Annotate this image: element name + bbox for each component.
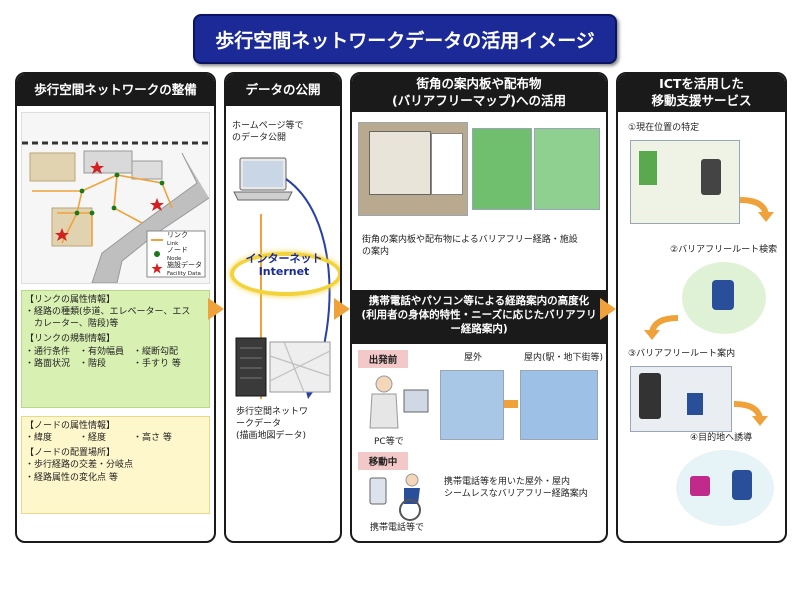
internet-label-en: Internet	[258, 265, 310, 278]
node-location-line: ・経路属性の変化点 等	[25, 472, 118, 483]
seamless-guidance-text: 携帯電話等を用いた屋外・屋内 シームレスなバリアフリー経路案内	[444, 477, 588, 500]
wheelchair-user-phone-illustration	[369, 473, 421, 521]
server-icon	[235, 337, 331, 397]
internet-ring	[230, 252, 340, 296]
route-search-illustration	[682, 262, 766, 334]
column-barrier-free-map: 街角の案内板や配布物 (バリアフリーマップ)への活用 街角の案内板や配布物による…	[350, 72, 608, 543]
column-data-publication: データの公開 ホームページ等で のデータ公開 インターネット Internet …	[224, 72, 342, 543]
column-ict-mobility-support: ICTを活用した 移動支援サービス ①現在位置の特定 ②バリアフリールート検索 …	[616, 72, 787, 543]
link-regulation-line: ・路面状況 ・階段 ・手すり 等	[25, 358, 181, 369]
legend-facility-label: 施設データ Facility Data	[167, 261, 202, 277]
tab-before-departure: 出発前	[358, 350, 408, 368]
label-indoor: 屋内(駅・地下街等)	[524, 353, 604, 363]
link-attribute-line: カレーター、階段)等	[25, 319, 119, 330]
barrier-free-map-leaflet-1	[472, 128, 532, 210]
network-map-illustration: リンク Link ノード Node 施設データ Facility Data	[21, 112, 210, 284]
page-title: 歩行空間ネットワークデータの活用イメージ	[193, 14, 617, 64]
position-identification-illustration	[630, 140, 740, 224]
link-attribute-line: ・経路の種類(歩道、エレベーター、エス	[25, 307, 191, 318]
node-location-heading: 【ノードの配置場所】	[25, 448, 116, 459]
label-outdoor: 屋外	[464, 353, 483, 363]
column-header: 街角の案内板や配布物 (バリアフリーマップ)への活用	[352, 74, 606, 112]
internet-label: インターネット	[245, 252, 323, 265]
network-data-text: 歩行空間ネットワ ークデータ (描画地図データ)	[236, 407, 309, 442]
step-4-label: ④目的地へ誘導	[690, 433, 753, 443]
phone-label: 携帯電話等で	[370, 523, 425, 533]
flow-arrow-3	[600, 298, 616, 320]
tab-moving: 移動中	[358, 452, 408, 470]
step-arrow-2	[644, 315, 679, 340]
homepage-publication-text: ホームページ等で のデータ公開	[232, 121, 304, 144]
column-header: 歩行空間ネットワークの整備	[17, 74, 214, 106]
route-guidance-header: 携帯電話やパソコン等による経路案内の高度化 (利用者の身体的特性・ニーズに応じた…	[352, 290, 606, 344]
destination-guidance-illustration	[676, 450, 774, 526]
legend-node-label: ノード Node	[167, 246, 188, 262]
step-2-label: ②バリアフリールート検索	[670, 245, 778, 255]
link-regulation-heading: 【リンクの規制情報】	[25, 334, 116, 345]
step-1-label: ①現在位置の特定	[628, 123, 700, 133]
indoor-map-screen	[520, 370, 598, 440]
link-info-box: 【リンクの属性情報】 ・経路の種類(歩道、エレベーター、エス カレーター、階段)…	[21, 290, 210, 408]
column-header: ICTを活用した 移動支援サービス	[618, 74, 785, 112]
seamless-connector	[504, 400, 518, 408]
network-map-svg	[22, 113, 210, 284]
step-arrow-1	[739, 197, 774, 222]
outdoor-map-screen	[440, 370, 504, 440]
route-guidance-illustration	[630, 366, 732, 432]
column-network-development: 歩行空間ネットワークの整備	[15, 72, 216, 543]
flow-arrow-2	[334, 298, 350, 320]
pc-label: PC等で	[374, 437, 404, 447]
laptop-icon	[233, 157, 293, 201]
flow-arrow-1	[208, 298, 224, 320]
node-attribute-line: ・緯度 ・経度 ・高さ 等	[25, 433, 172, 444]
node-info-box: 【ノードの属性情報】 ・緯度 ・経度 ・高さ 等 【ノードの配置場所】 ・歩行経…	[21, 416, 210, 514]
signboard-photo	[358, 122, 468, 216]
person-pc-illustration	[369, 375, 429, 429]
barrier-free-map-leaflet-2	[534, 128, 600, 210]
step-3-label: ③バリアフリールート案内	[628, 349, 736, 359]
node-attribute-heading: 【ノードの属性情報】	[25, 421, 116, 431]
step-arrow-3	[733, 401, 768, 426]
signboard-caption: 街角の案内板や配布物によるバリアフリー経路・施設 の案内	[362, 235, 578, 258]
link-attribute-heading: 【リンクの属性情報】	[25, 295, 116, 305]
link-regulation-line: ・通行条件 ・有効幅員 ・縦断勾配	[25, 346, 179, 357]
column-header: データの公開	[226, 74, 340, 106]
legend-link-label: リンク Link	[167, 231, 188, 247]
node-location-line: ・歩行経路の交差・分岐点	[25, 460, 134, 471]
